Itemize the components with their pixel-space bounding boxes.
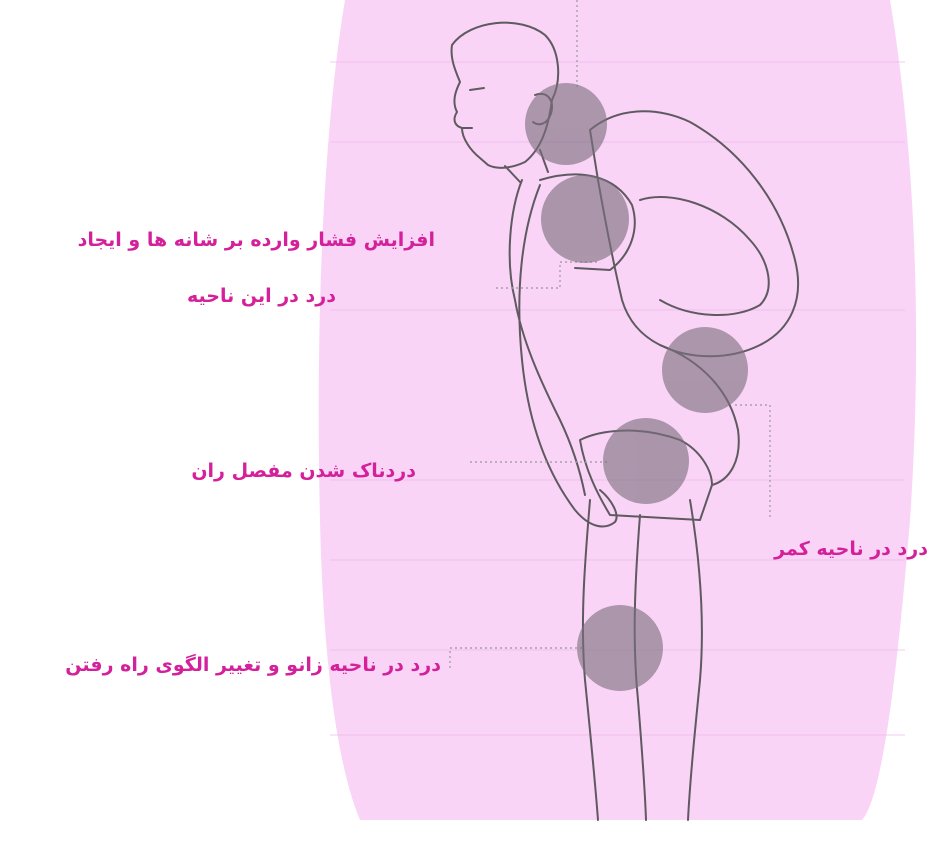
label-shoulder-line2: درد در این ناحیه — [187, 287, 336, 306]
label-lower-back: درد در ناحیه کمر — [774, 540, 928, 559]
label-hip: دردناک شدن مفصل ران — [191, 462, 416, 481]
hotspot-neck — [525, 83, 607, 165]
pink-backdrop — [319, 0, 916, 820]
hotspot-hip — [603, 418, 689, 504]
label-knee: درد در ناحیه زانو و تغییر الگوی راه رفتن — [65, 656, 441, 675]
hotspot-shoulder — [541, 175, 629, 263]
hotspot-lower-back — [662, 327, 748, 413]
label-shoulder-line1: افزایش فشار وارده بر شانه ها و ایجاد — [78, 231, 435, 250]
hotspot-knee — [577, 605, 663, 691]
